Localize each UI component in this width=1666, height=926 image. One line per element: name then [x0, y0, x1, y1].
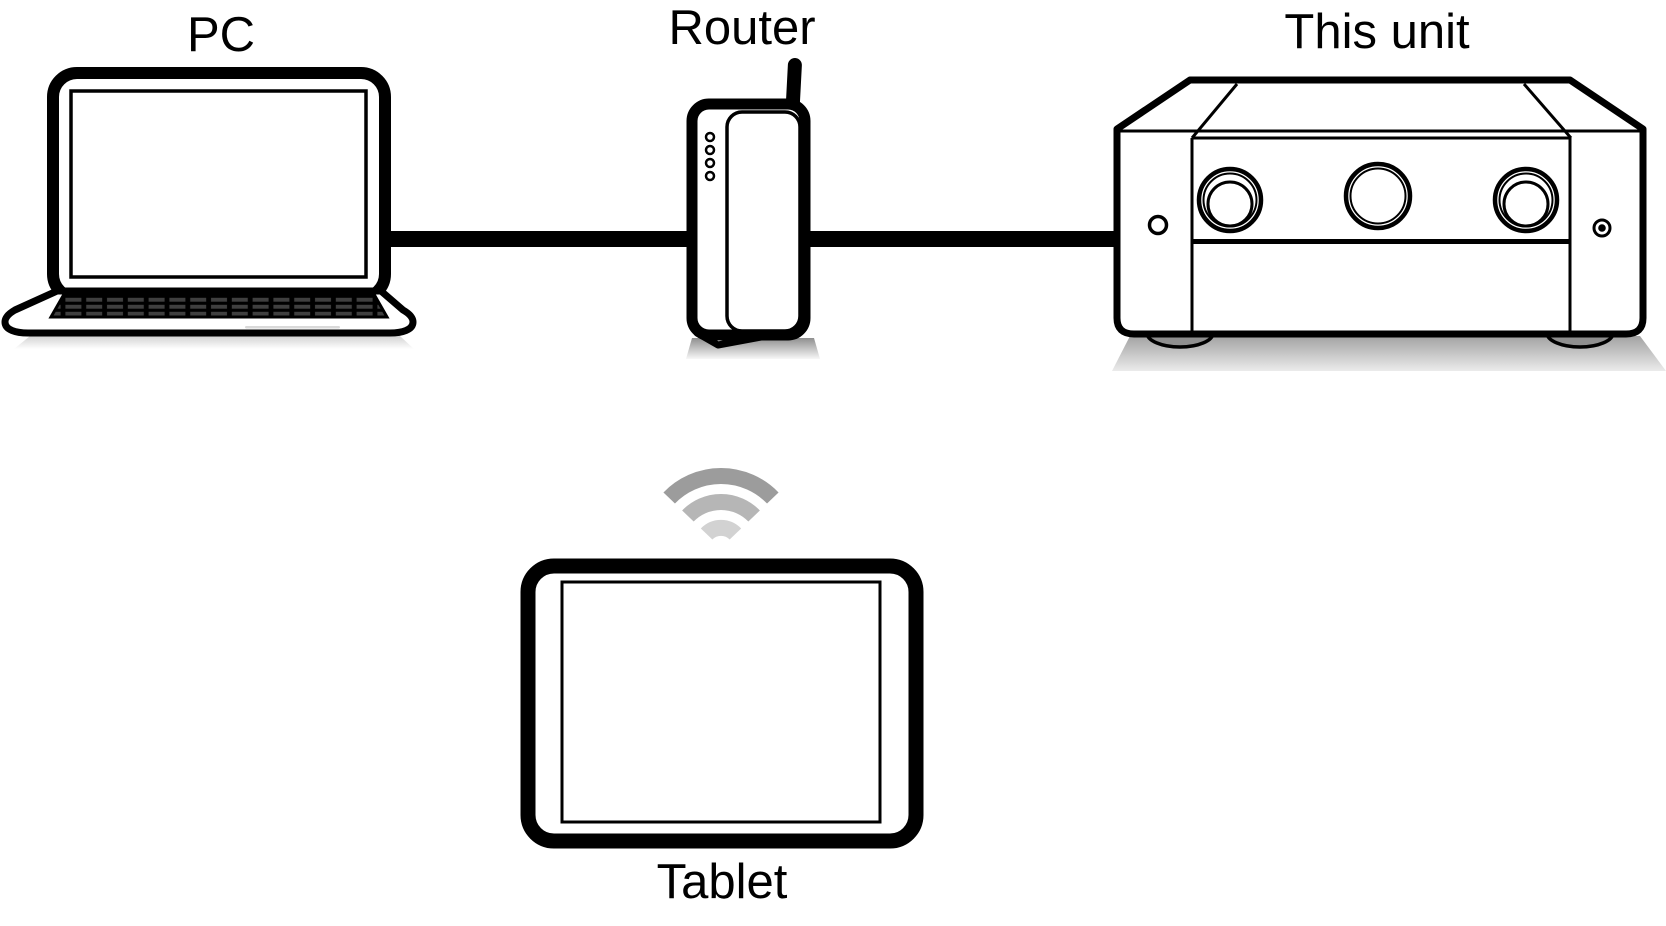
this-unit-label: This unit	[1284, 5, 1470, 59]
router-label: Router	[668, 1, 815, 55]
unit-knob-left	[1196, 166, 1264, 234]
pc-label: PC	[187, 8, 255, 62]
wifi-arc-middle	[682, 493, 760, 522]
unit-chassis	[1113, 76, 1647, 338]
unit-power-button	[1147, 214, 1169, 236]
pc-shadow	[14, 336, 414, 349]
router-led	[704, 131, 716, 143]
unit-shadow	[1112, 336, 1666, 371]
unit-knob-center	[1343, 161, 1413, 231]
ethernet-cable-pc-router	[382, 231, 702, 247]
laptop-trackpad-edge	[245, 326, 340, 329]
pc-device	[1, 67, 417, 349]
tablet-screen	[560, 580, 882, 824]
router-led	[704, 157, 716, 169]
router-front-panel	[725, 110, 802, 333]
device-labels: PC Router This unit Tablet	[187, 1, 1470, 909]
laptop-keyboard	[48, 294, 390, 319]
this-unit-device	[1112, 76, 1666, 371]
tablet-device	[520, 468, 924, 849]
wifi-arc-inner	[700, 519, 742, 541]
unit-indicator-right	[1592, 218, 1612, 238]
laptop-screen	[69, 89, 368, 279]
unit-right-bevel-line	[1522, 83, 1573, 139]
router-device	[686, 58, 820, 359]
router-led	[704, 144, 716, 156]
router-led	[704, 170, 716, 182]
unit-left-bevel-line	[1190, 83, 1239, 139]
wifi-icon	[663, 468, 779, 541]
tablet-label: Tablet	[657, 855, 788, 909]
wifi-arc-outer	[663, 468, 779, 504]
unit-panel-lines	[1117, 83, 1643, 331]
router-status-leds	[704, 131, 716, 182]
ethernet-cable-router-unit	[796, 231, 1131, 247]
unit-knob-right	[1492, 166, 1560, 234]
